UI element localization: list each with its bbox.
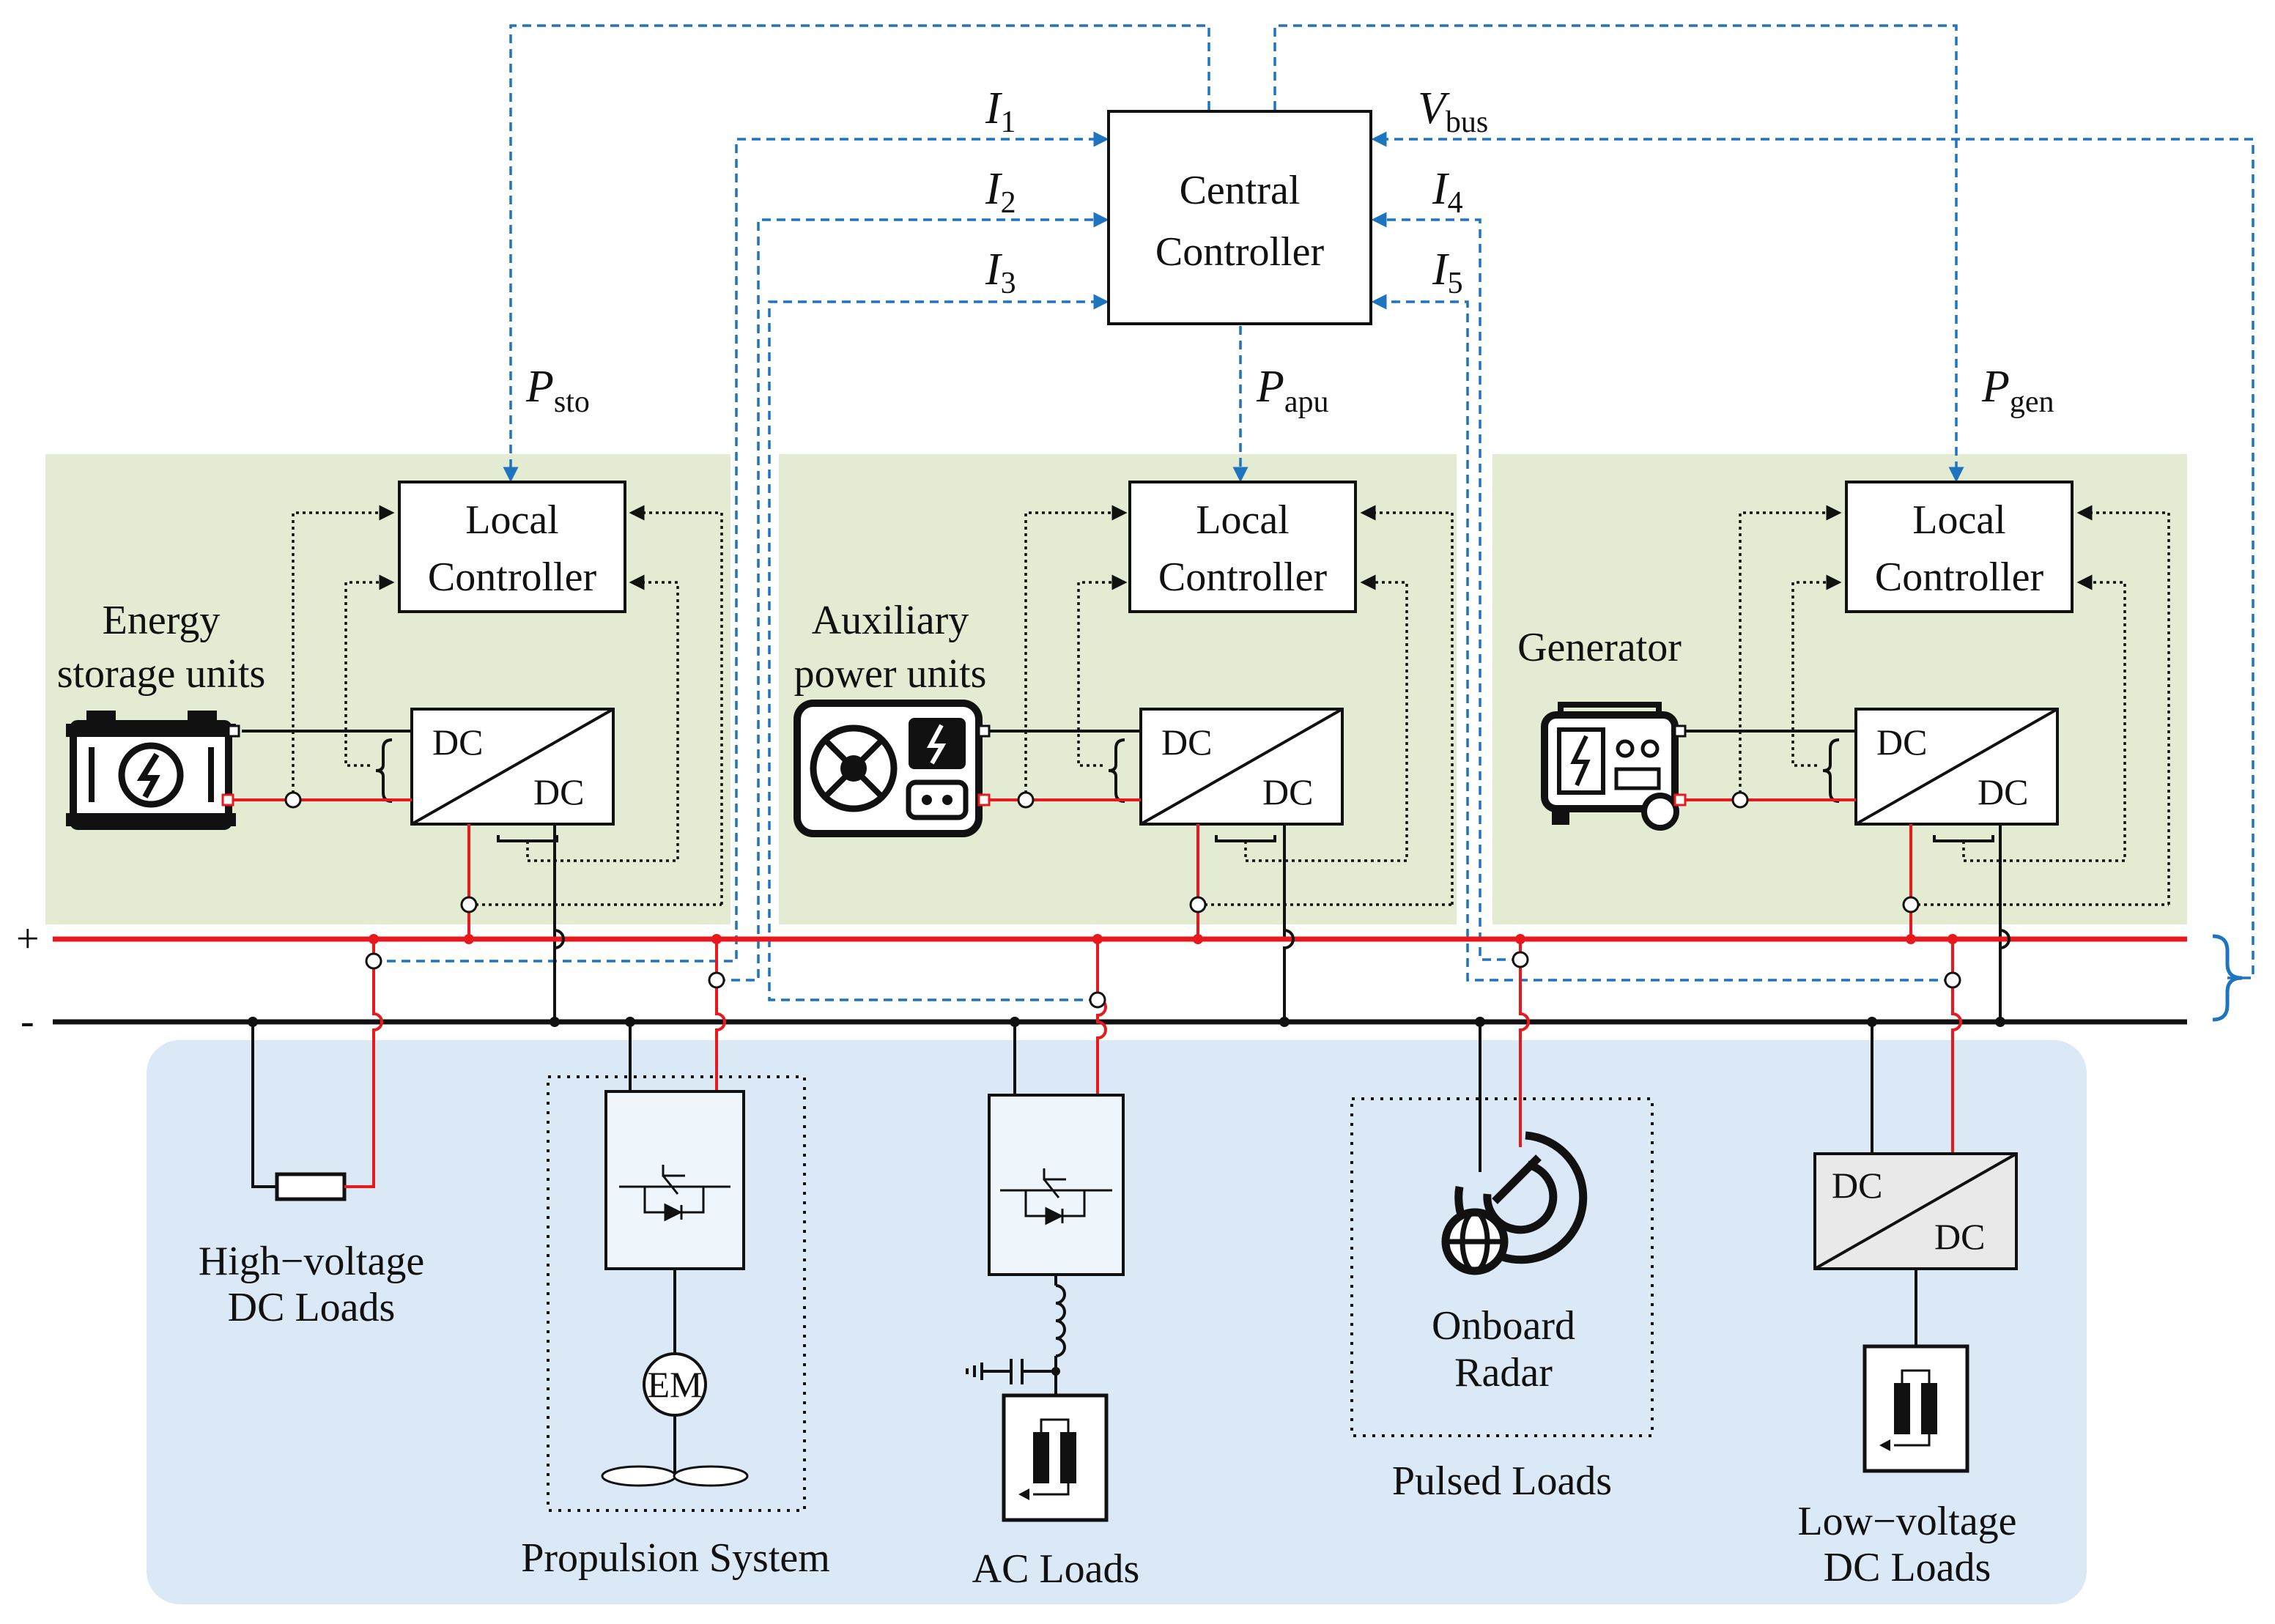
signal-lines (372, 24, 2254, 1022)
auxiliary-power-icon (794, 700, 991, 837)
apu-label-line1: Auxiliary (812, 598, 969, 643)
lv-converter-out: DC (1934, 1216, 1985, 1257)
hv-load-label-line1: High−voltage (199, 1239, 424, 1284)
load-resistor-icon (1018, 1418, 1076, 1500)
generator-icon (1541, 702, 1687, 831)
battery-icon (66, 711, 240, 830)
propulsion-label: Propulsion System (521, 1535, 830, 1581)
signal-vbus-label: Vbus (1418, 84, 1488, 139)
generator-converter-in: DC (1876, 722, 1927, 763)
inverter-icon (619, 1165, 730, 1222)
lv-converter-in: DC (1832, 1165, 1882, 1206)
signal-psto-label: Psto (525, 362, 590, 419)
storage-label-line2: storage units (57, 651, 266, 697)
lv-dc-load: DC DC Low−voltage DC Loads (1797, 934, 2018, 1590)
signal-i2-label: I2 (985, 164, 1016, 220)
pulsed-loads-label: Pulsed Loads (1392, 1458, 1612, 1504)
radar-label-line1: Onboard (1432, 1303, 1575, 1349)
propulsion-system: EM Propulsion System (521, 934, 830, 1581)
central-controller-line1: Central (1180, 168, 1301, 213)
ac-load: AC Loads (966, 934, 1140, 1592)
signal-i4-label: I4 (1432, 164, 1463, 220)
inverter-icon (1000, 1168, 1112, 1226)
central-controller-line2: Controller (1155, 229, 1325, 275)
inductor-icon (1055, 1284, 1066, 1357)
electric-motor-label: EM (648, 1364, 703, 1405)
radar-label-line2: Radar (1454, 1350, 1553, 1395)
generator-panel (1492, 454, 2187, 924)
signal-i1-label: I1 (985, 84, 1016, 139)
load-resistor-icon (1879, 1369, 1937, 1451)
pulsed-load: Onboard Radar Pulsed Loads (1350, 934, 1654, 1504)
apu-unit: Local Controller DC DC Auxiliary power u… (794, 481, 1454, 939)
propeller-icon (601, 1465, 749, 1487)
apu-label-line2: power units (794, 651, 987, 697)
positive-bus-label: + (16, 916, 40, 962)
storage-converter-in: DC (432, 722, 483, 763)
apu-converter-out: DC (1262, 771, 1313, 812)
capacitor-icon (966, 1359, 1056, 1384)
central-controller: Central Controller (1107, 110, 1372, 325)
generator-label: Generator (1517, 625, 1682, 670)
signal-i3-label: I3 (985, 245, 1016, 300)
radar-icon (1441, 1131, 1588, 1275)
signal-papu-label: Papu (1256, 362, 1329, 419)
generator-local-controller-line1: Local (1912, 497, 2005, 543)
storage-local-controller-line1: Local (465, 497, 558, 543)
apu-converter-in: DC (1161, 722, 1212, 763)
ac-loads-label: AC Loads (972, 1546, 1140, 1592)
hv-dc-load: High−voltage DC Loads (199, 934, 424, 1330)
negative-bus-label: - (21, 998, 34, 1044)
lv-load-label-line2: DC Loads (1824, 1545, 1991, 1590)
storage-unit: Local Controller DC DC Energy storage (57, 481, 723, 1022)
dc-bus: + - (16, 916, 2187, 1044)
generator-local-controller-line2: Controller (1875, 555, 2044, 600)
signal-pgen-label: Pgen (1981, 362, 2054, 419)
storage-converter-out: DC (533, 771, 584, 812)
hv-load-label-line2: DC Loads (228, 1285, 396, 1330)
apu-local-controller-line2: Controller (1158, 555, 1328, 600)
lv-load-label-line1: Low−voltage (1797, 1499, 2016, 1544)
generator-unit: Local Controller DC DC Generator (1517, 481, 2170, 1022)
signal-i5-label: I5 (1432, 245, 1463, 300)
generator-converter-out: DC (1978, 771, 2028, 812)
apu-local-controller-line1: Local (1196, 497, 1289, 543)
storage-local-controller-line2: Controller (428, 555, 597, 600)
storage-label-line1: Energy (103, 598, 221, 643)
